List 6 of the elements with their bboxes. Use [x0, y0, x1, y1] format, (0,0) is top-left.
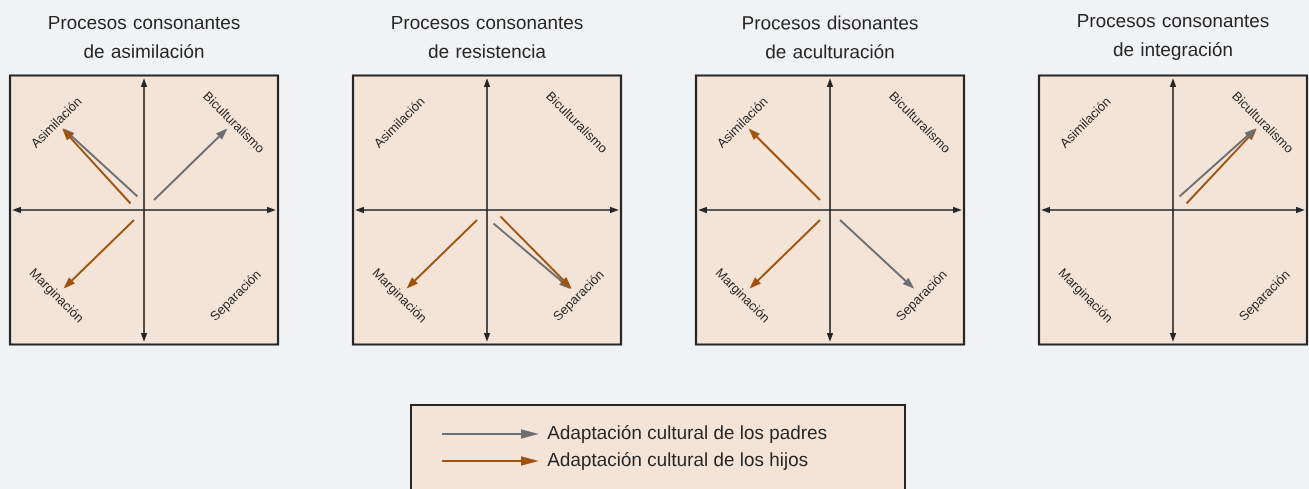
legend-text: Adaptación cultural de los padres — [547, 425, 827, 443]
node-label: Procesos consonantes de integración — [1078, 14, 1269, 60]
node-label: Procesos consonantes de resistencia — [392, 15, 583, 59]
legend-text: Adaptación cultural de los hijos — [547, 452, 808, 470]
node-label: Procesos disonantes de aculturación — [743, 15, 918, 59]
node-label: Procesos consonantes de asimilación — [49, 15, 240, 59]
